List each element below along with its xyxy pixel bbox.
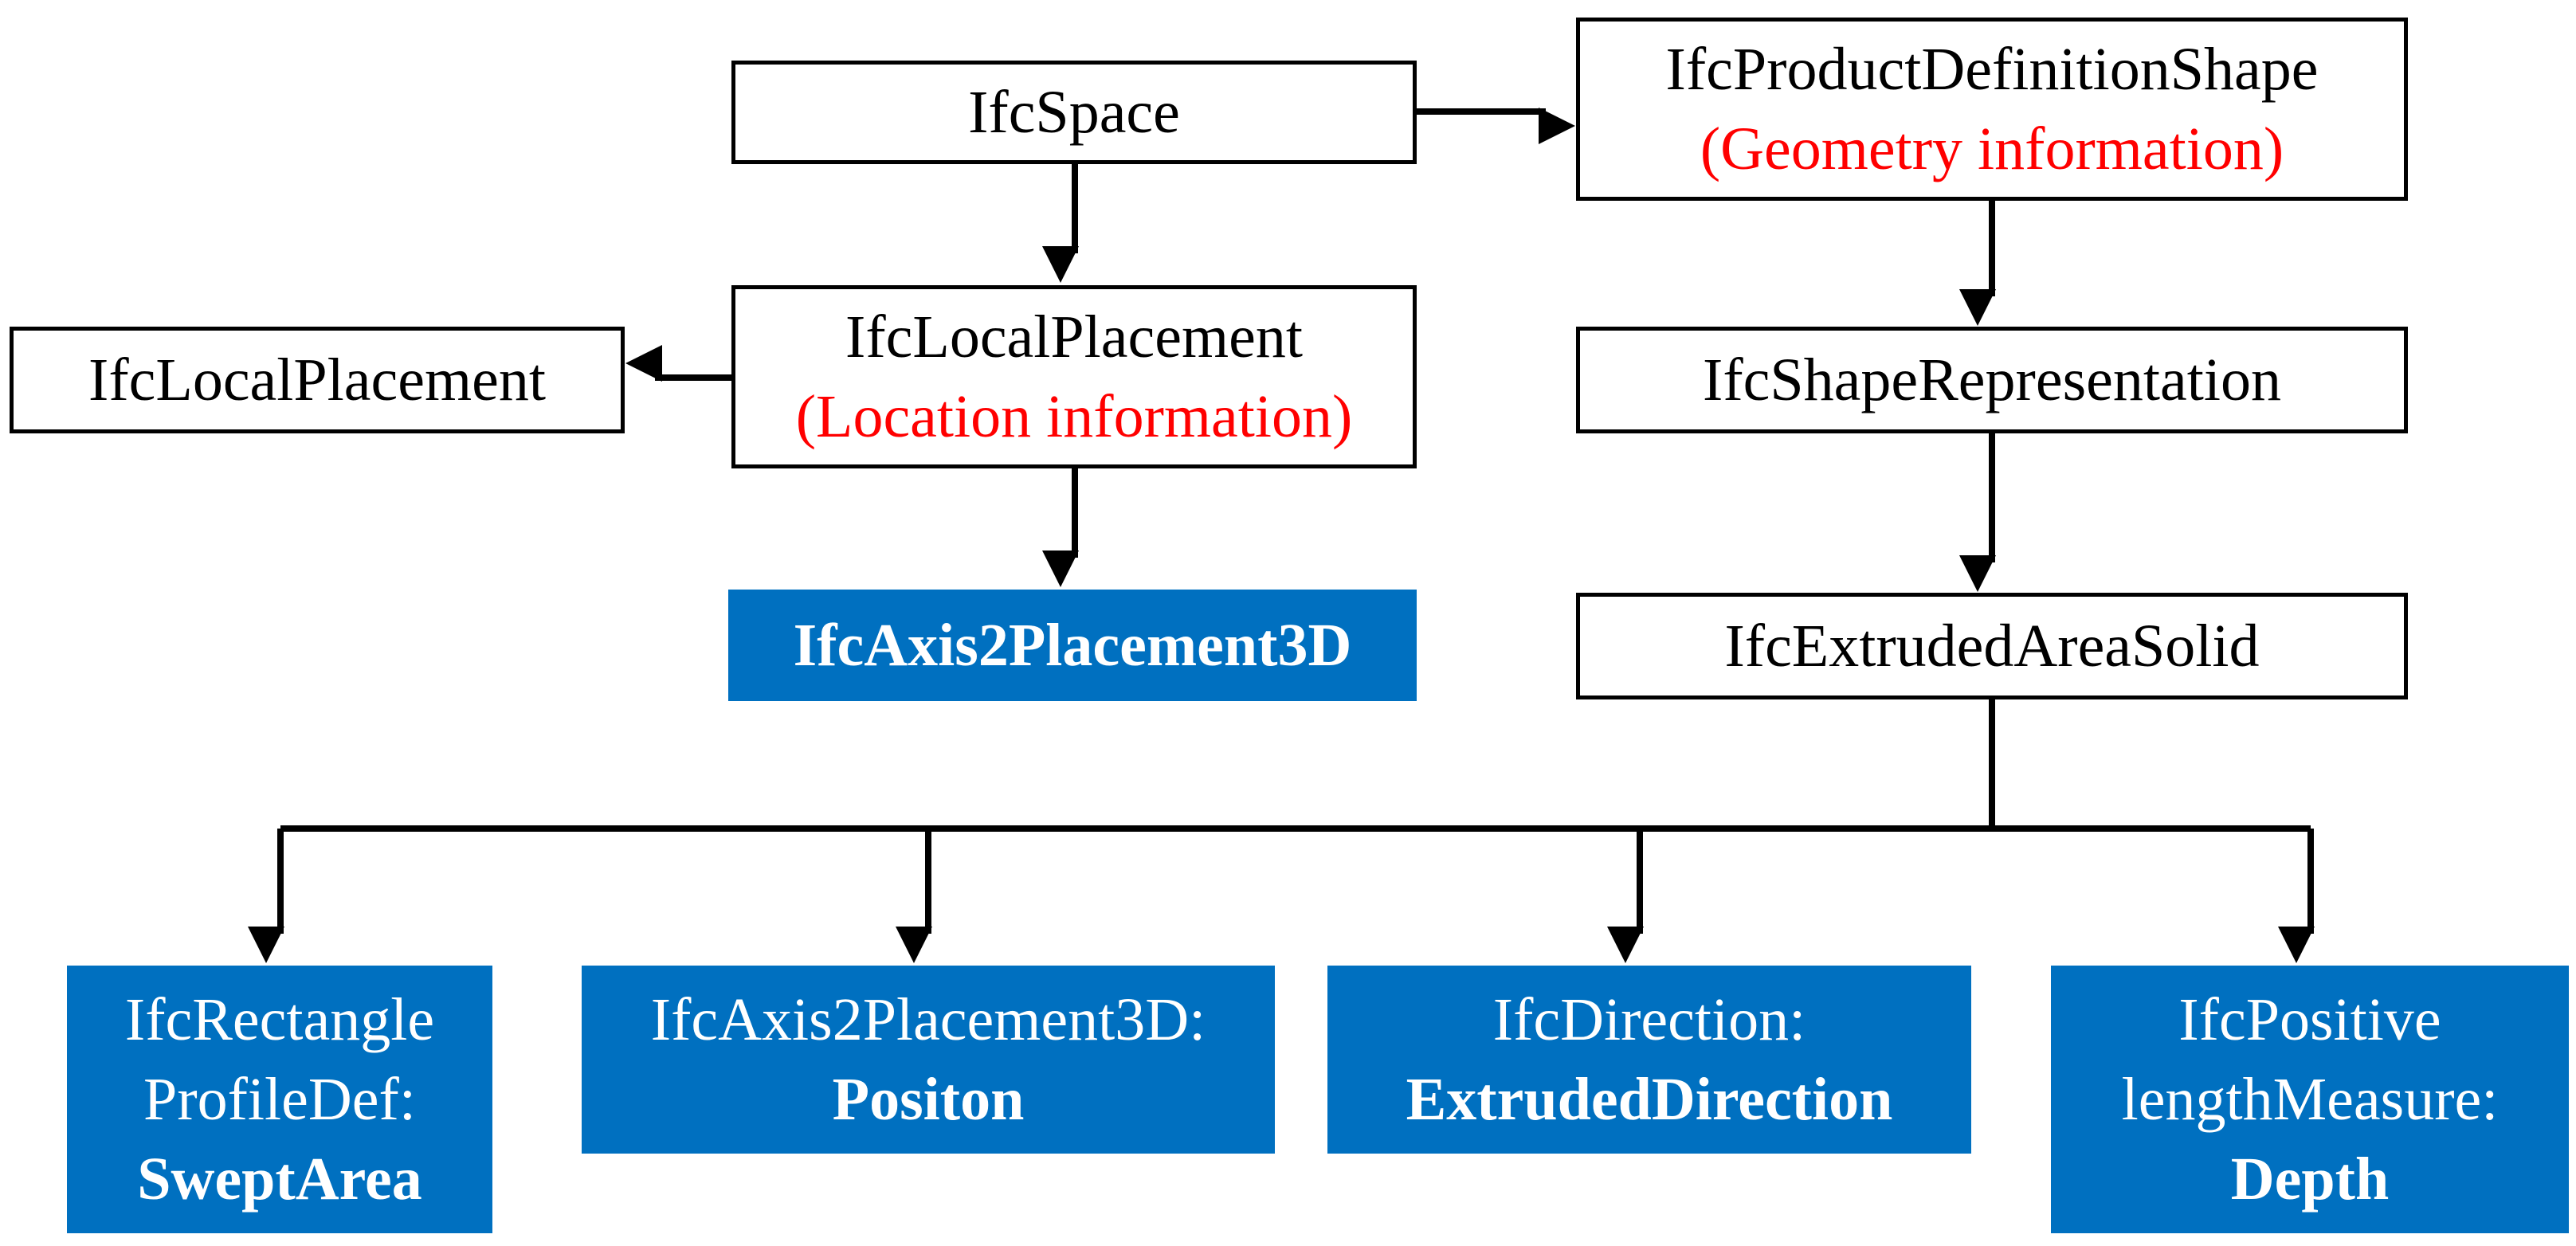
node-ifcspace: IfcSpace bbox=[731, 61, 1417, 164]
node-label: IfcLocalPlacement bbox=[88, 346, 546, 413]
node-type-line1: IfcAxis2Placement3D: bbox=[650, 985, 1206, 1053]
node-type-line2: lengthMeasure: bbox=[2121, 1065, 2499, 1133]
node-ifcproductdefinitionshape: IfcProductDefinitionShape (Geometry info… bbox=[1576, 18, 2408, 201]
node-attribute: Positon bbox=[832, 1066, 1025, 1133]
node-ifclocalplacement-relative: IfcLocalPlacement bbox=[10, 327, 625, 433]
node-label: IfcSpace bbox=[968, 78, 1180, 146]
node-attribute: SweptArea bbox=[137, 1146, 422, 1213]
node-attribute: Depth bbox=[2230, 1146, 2390, 1213]
node-type-line1: IfcDirection: bbox=[1492, 985, 1806, 1053]
node-label: IfcExtrudedAreaSolid bbox=[1724, 612, 2260, 680]
node-label: IfcLocalPlacement bbox=[845, 303, 1303, 370]
node-ifcaxis2placement3d: IfcAxis2Placement3D bbox=[728, 590, 1417, 701]
node-ifclocalplacement-main: IfcLocalPlacement (Location information) bbox=[731, 285, 1417, 468]
node-label: IfcAxis2Placement3D bbox=[793, 611, 1352, 679]
node-ifcshaperepresentation: IfcShapeRepresentation bbox=[1576, 327, 2408, 433]
node-ifcextrudedareasolid: IfcExtrudedAreaSolid bbox=[1576, 593, 2408, 699]
node-note: (Location information) bbox=[795, 383, 1353, 450]
node-label: IfcProductDefinitionShape bbox=[1665, 35, 2319, 103]
node-position: IfcAxis2Placement3D: Positon bbox=[582, 966, 1275, 1154]
node-extrudeddirection: IfcDirection: ExtrudedDirection bbox=[1327, 966, 1971, 1154]
node-label: IfcShapeRepresentation bbox=[1703, 346, 2281, 413]
node-type-line2: ProfileDef: bbox=[143, 1065, 416, 1133]
node-sweptarea: IfcRectangle ProfileDef: SweptArea bbox=[67, 966, 492, 1233]
node-note: (Geometry information) bbox=[1700, 116, 2284, 182]
node-type-line1: IfcPositive bbox=[2178, 985, 2441, 1053]
node-type-line1: IfcRectangle bbox=[124, 985, 435, 1053]
node-attribute: ExtrudedDirection bbox=[1406, 1066, 1893, 1133]
node-depth: IfcPositive lengthMeasure: Depth bbox=[2051, 966, 2569, 1233]
